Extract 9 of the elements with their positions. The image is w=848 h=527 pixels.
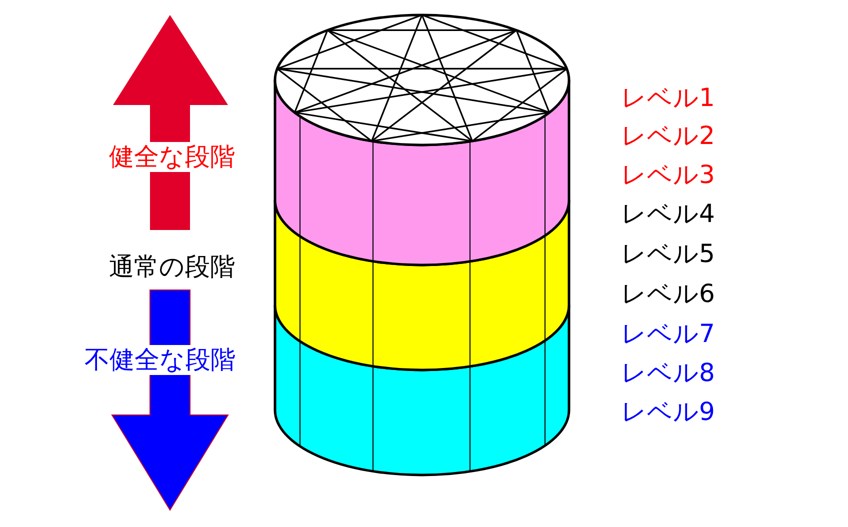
level-label: レベル9 bbox=[621, 398, 715, 426]
level-label: レベル7 bbox=[621, 320, 715, 348]
level-label: レベル2 bbox=[621, 122, 715, 150]
level-label: レベル3 bbox=[621, 161, 715, 188]
level-label: レベル1 bbox=[621, 84, 715, 112]
level-label: レベル8 bbox=[621, 359, 715, 386]
level-label: レベル6 bbox=[621, 280, 715, 308]
level-label: レベル4 bbox=[621, 200, 715, 228]
level-label: レベル5 bbox=[621, 240, 715, 268]
